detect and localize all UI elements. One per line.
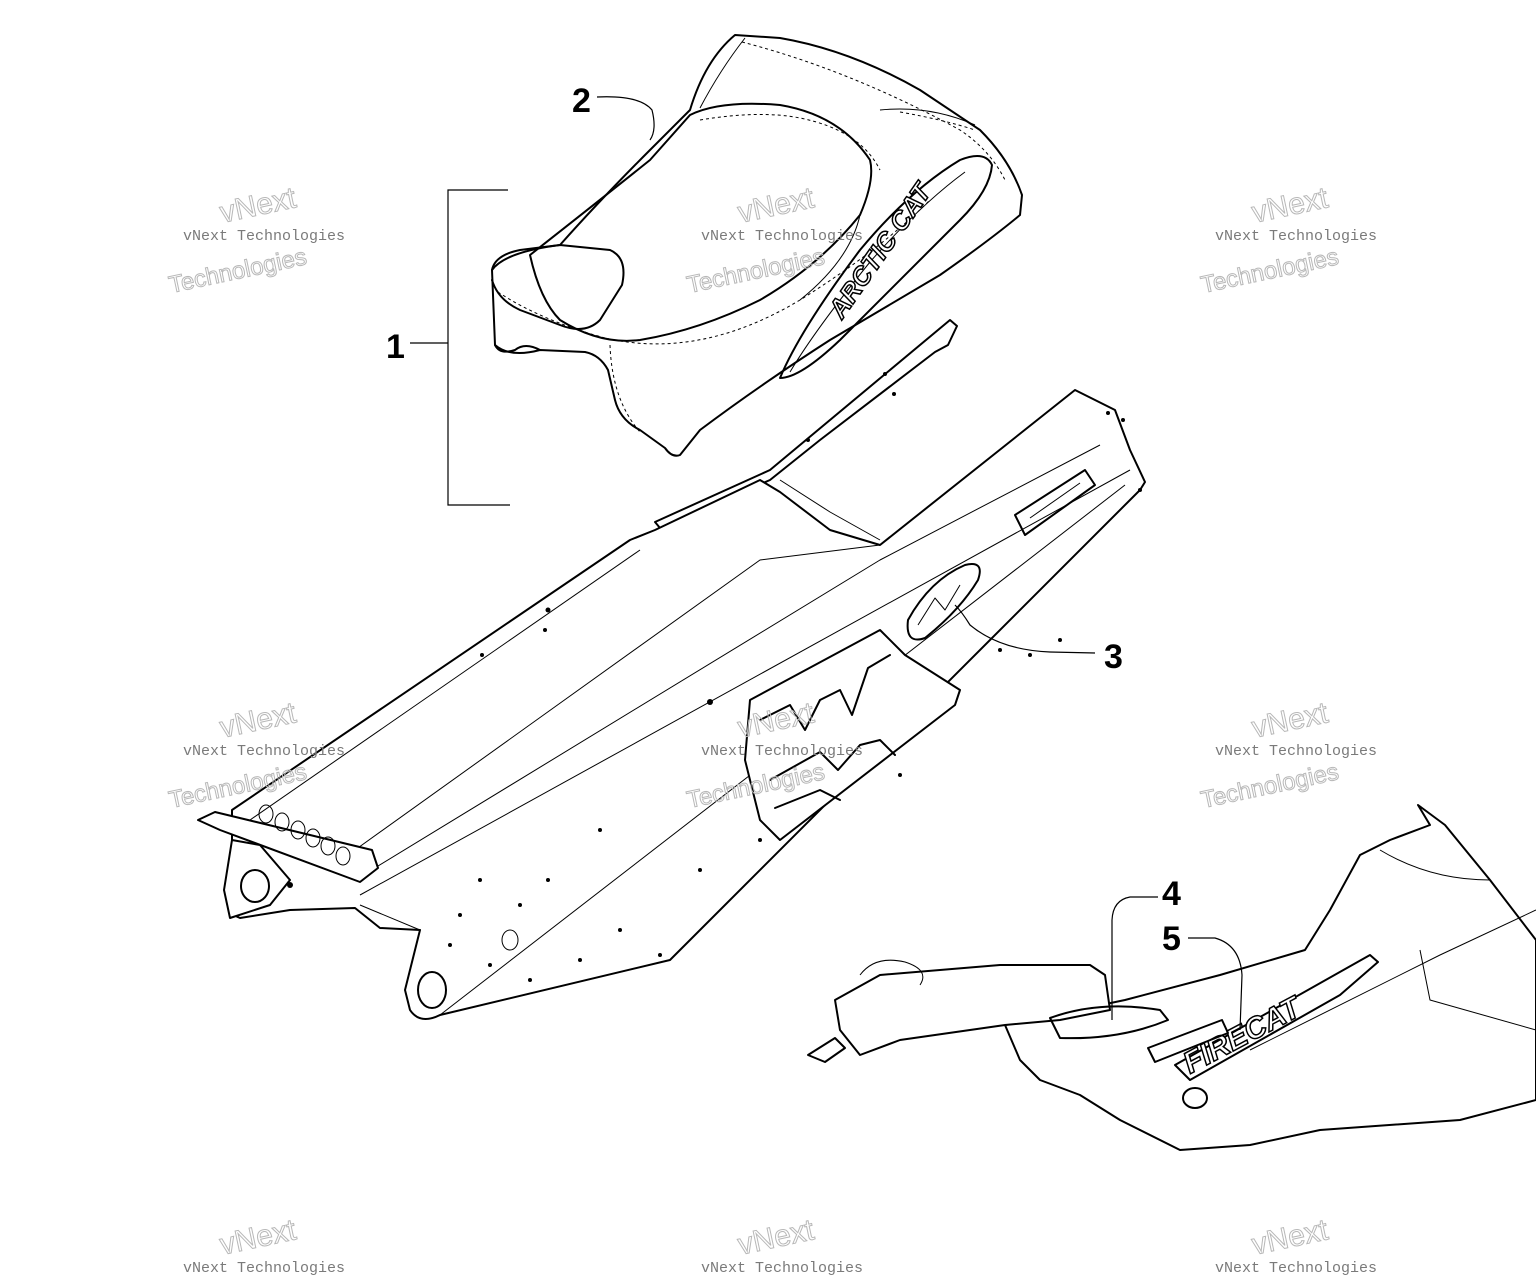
svg-text:vNext Technologies: vNext Technologies bbox=[183, 743, 345, 760]
callout-1-bracket bbox=[410, 189, 510, 506]
seat-logo-badge bbox=[779, 155, 993, 379]
svg-text:vNext: vNext bbox=[1249, 181, 1332, 229]
bumper-holes bbox=[258, 804, 351, 866]
svg-text:vNext: vNext bbox=[735, 1213, 818, 1261]
svg-text:vNext Technologies: vNext Technologies bbox=[701, 743, 863, 760]
seat-assembly: ARCTIC CAT bbox=[491, 34, 1023, 457]
svg-text:vNext: vNext bbox=[217, 1213, 300, 1261]
callout-5: 5 bbox=[1162, 920, 1181, 958]
svg-text:vNext Technologies: vNext Technologies bbox=[701, 228, 863, 245]
svg-text:vNext Technologies: vNext Technologies bbox=[1215, 228, 1377, 245]
callout-3: 3 bbox=[1104, 638, 1123, 676]
seat-outline bbox=[491, 34, 1023, 457]
tunnel-body bbox=[224, 389, 1146, 1020]
svg-text:vNext Technologies: vNext Technologies bbox=[1215, 743, 1377, 760]
svg-text:Technologies: Technologies bbox=[1198, 758, 1341, 814]
hood-assembly: FIRECAT bbox=[807, 804, 1536, 1151]
svg-text:vNext Technologies: vNext Technologies bbox=[183, 1260, 345, 1277]
hood-side-arm bbox=[834, 964, 1111, 1056]
callout-3-leader bbox=[954, 604, 1096, 654]
svg-text:vNext: vNext bbox=[217, 181, 300, 229]
callouts: 1 2 3 4 5 bbox=[386, 82, 1243, 1031]
fastener-dots bbox=[287, 372, 1142, 982]
heat-exchanger-plate bbox=[744, 629, 961, 841]
callout-2-leader bbox=[596, 96, 655, 141]
callout-1: 1 bbox=[386, 328, 405, 366]
tunnel-assembly bbox=[197, 319, 1146, 1020]
watermark-text: vNext Technologies bbox=[183, 228, 345, 245]
callout-2: 2 bbox=[572, 82, 591, 120]
tunnel-reflector bbox=[1014, 469, 1096, 536]
svg-text:vNext Technologies: vNext Technologies bbox=[701, 1260, 863, 1277]
callout-5-leader bbox=[1188, 937, 1243, 1031]
svg-text:Technologies: Technologies bbox=[1198, 243, 1341, 299]
hood-decal bbox=[1174, 954, 1379, 1081]
rear-bumper-bar bbox=[197, 811, 379, 883]
svg-text:vNext: vNext bbox=[1249, 696, 1332, 744]
hood-nameplate bbox=[1147, 1019, 1229, 1063]
svg-text:vNext: vNext bbox=[217, 696, 300, 744]
svg-text:vNext Technologies: vNext Technologies bbox=[1215, 1260, 1377, 1277]
tunnel-emblem bbox=[906, 563, 981, 641]
svg-text:Technologies: Technologies bbox=[166, 243, 309, 299]
svg-text:vNext: vNext bbox=[1249, 1213, 1332, 1261]
callout-4-leader bbox=[1111, 896, 1158, 1020]
callout-4: 4 bbox=[1162, 875, 1181, 913]
hood-body bbox=[1004, 804, 1536, 1151]
